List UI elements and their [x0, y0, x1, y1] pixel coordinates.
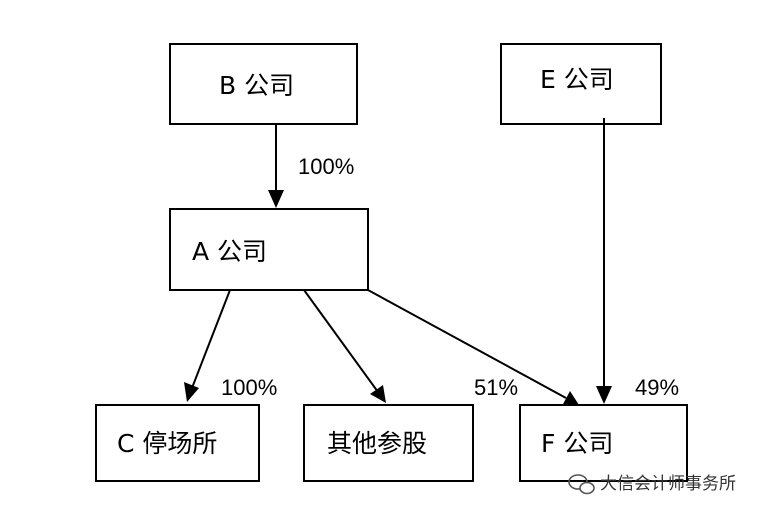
node-e-company: E 公司	[500, 43, 662, 125]
watermark-text: 大信会计师事务所	[600, 474, 736, 494]
arrow-head-icon	[562, 391, 579, 406]
pct-a-to-c: 100%	[221, 375, 277, 400]
pct-e-to-f: 49%	[635, 375, 679, 400]
edge-e-to-f	[596, 118, 612, 404]
watermark: 大信会计师事务所	[568, 474, 736, 495]
edge-a-to-f	[367, 289, 579, 406]
node-c-label: C 停场所	[117, 429, 217, 458]
node-a-label: A 公司	[192, 237, 267, 266]
arrow-head-icon	[184, 382, 199, 402]
node-other-label: 其他参股	[327, 429, 427, 458]
arrow-head-icon	[596, 386, 612, 404]
arrow-head-icon	[268, 190, 284, 208]
node-e-label: E 公司	[540, 65, 614, 94]
wechat-icon	[568, 474, 595, 495]
pct-a-to-f: 51%	[474, 375, 518, 400]
node-other-holdings: 其他参股	[303, 404, 474, 482]
edge-b-to-a	[268, 124, 284, 208]
edge-a-to-c	[184, 289, 231, 402]
arrow-head-icon	[370, 385, 386, 403]
node-b-label: B 公司	[219, 71, 294, 100]
node-b-company: B 公司	[169, 43, 358, 125]
pct-b-to-a: 100%	[298, 154, 354, 179]
node-f-label: F 公司	[541, 429, 613, 458]
node-f-company: F 公司	[519, 404, 688, 482]
node-c-parking: C 停场所	[95, 404, 260, 482]
node-a-company: A 公司	[169, 208, 369, 291]
edge-a-to-other	[303, 289, 386, 403]
